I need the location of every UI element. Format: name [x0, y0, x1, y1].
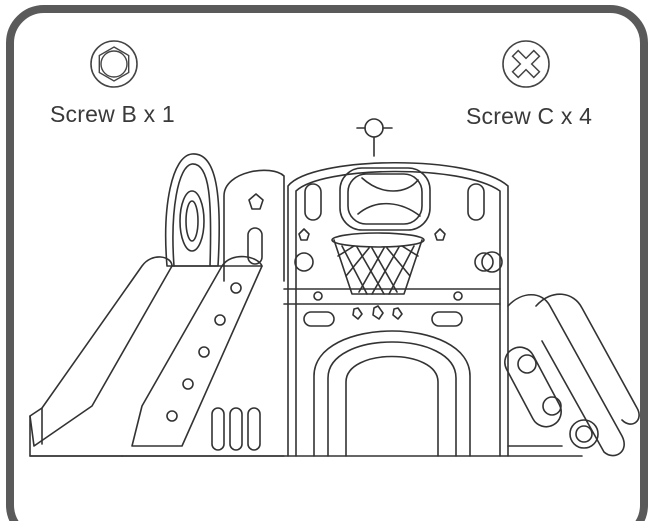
- back-panel: [223, 169, 285, 282]
- climbing-ladder-right: [504, 293, 640, 457]
- tunnel-arch: [313, 330, 471, 457]
- screw-c-label: Screw C x 4: [466, 103, 593, 129]
- screw-b-label: Screw B x 1: [50, 101, 175, 127]
- basketball-tower: [287, 118, 509, 457]
- crossbar: [283, 288, 501, 327]
- slide-left: [29, 255, 285, 457]
- screw-head-icon: [90, 40, 138, 88]
- phillips-screw-icon: [502, 40, 550, 88]
- hoop-net: [331, 232, 425, 295]
- playset-illustration: [29, 118, 640, 457]
- round-side-panel: [164, 153, 220, 267]
